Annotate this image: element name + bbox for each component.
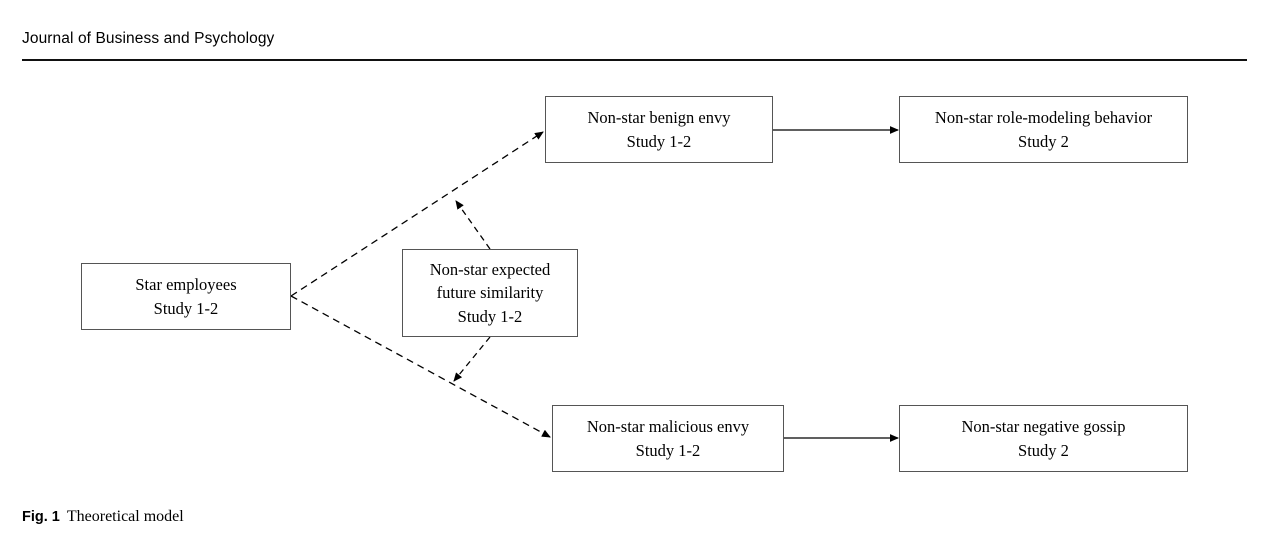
connector-star-to-benign-envy <box>290 131 544 297</box>
header-divider <box>22 59 1247 61</box>
connector-similarity-to-malicious-path <box>453 336 491 382</box>
node-malicious-envy: Non-star malicious envy Study 1-2 <box>552 405 784 472</box>
node-malicious-envy-line1: Non-star malicious envy <box>586 417 750 437</box>
node-role-modeling-behavior: Non-star role-modeling behavior Study 2 <box>899 96 1188 163</box>
node-expected-future-similarity: Non-star expected future similarity Stud… <box>402 249 578 337</box>
figure-caption-text: Theoretical model <box>66 508 184 525</box>
node-expected-future-similarity-line1: Non-star expected <box>429 259 551 279</box>
node-benign-envy-line1: Non-star benign envy <box>587 108 731 128</box>
node-star-employees: Star employees Study 1-2 <box>81 263 291 330</box>
node-expected-future-similarity-line2: future similarity <box>436 283 544 303</box>
journal-title: Journal of Business and Psychology <box>22 30 275 47</box>
node-role-modeling-behavior-line1: Non-star role-modeling behavior <box>934 108 1153 128</box>
connector-layer <box>290 126 899 442</box>
connector-similarity-to-benign-path <box>455 200 491 250</box>
node-negative-gossip: Non-star negative gossip Study 2 <box>899 405 1188 472</box>
node-negative-gossip-line2: Study 2 <box>1018 440 1069 460</box>
node-benign-envy: Non-star benign envy Study 1-2 <box>545 96 773 163</box>
node-negative-gossip-line1: Non-star negative gossip <box>961 417 1126 437</box>
node-benign-envy-line2: Study 1-2 <box>626 131 692 151</box>
figure-caption: Fig. 1 Theoretical model <box>22 508 184 526</box>
node-star-employees-line2: Study 1-2 <box>153 298 219 318</box>
node-role-modeling-behavior-line2: Study 2 <box>1018 131 1069 151</box>
node-star-employees-line1: Star employees <box>135 275 237 295</box>
theoretical-model-figure: Star employees Study 1-2 Non-star benign… <box>0 70 1269 490</box>
connector-star-to-malicious-envy <box>290 295 551 438</box>
figure-caption-label: Fig. 1 <box>22 509 60 525</box>
node-expected-future-similarity-line3: Study 1-2 <box>457 306 523 326</box>
node-malicious-envy-line2: Study 1-2 <box>635 440 701 460</box>
